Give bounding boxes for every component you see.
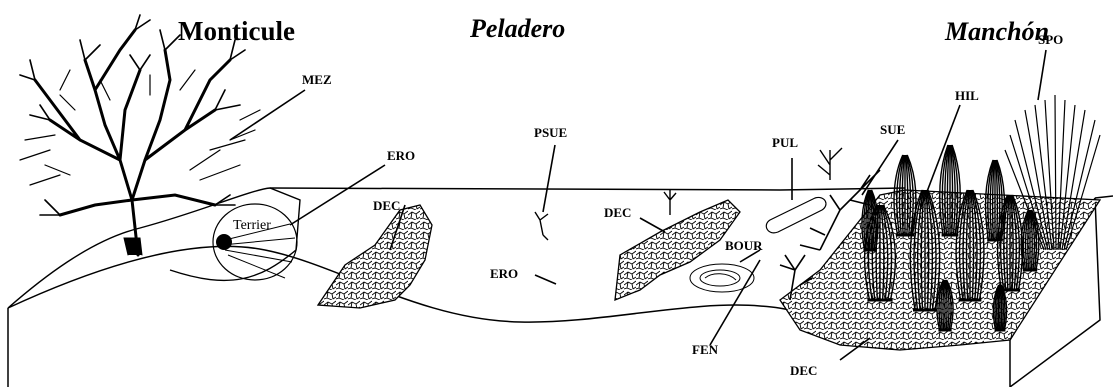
burrow-hole <box>216 234 232 250</box>
label-hil: HIL <box>955 88 979 103</box>
label-ero-top: ERO <box>387 148 415 163</box>
gravel-patch-left <box>318 205 432 308</box>
label-pul: PUL <box>772 135 798 150</box>
label-dec-left: DEC <box>373 198 400 213</box>
label-bour: BOUR <box>725 238 763 253</box>
label-fen: FEN <box>692 342 719 357</box>
label-mez: MEZ <box>302 72 332 87</box>
label-terrier: Terrier <box>233 218 271 233</box>
title-monticule: Monticule <box>178 16 295 46</box>
label-dec-mid: DEC <box>604 205 631 220</box>
mesquite-tree-icon <box>20 15 260 255</box>
title-manchon: Manchón <box>944 17 1049 46</box>
pul-log <box>766 197 826 232</box>
title-peladero: Peladero <box>469 14 565 43</box>
label-sue: SUE <box>880 122 905 137</box>
gravel-patch-middle <box>615 200 740 300</box>
label-spo: SPO <box>1038 32 1063 47</box>
label-psue: PSUE <box>534 125 567 140</box>
label-dec-bottom: DEC <box>790 363 817 378</box>
label-ero-mid: ERO <box>490 266 518 281</box>
